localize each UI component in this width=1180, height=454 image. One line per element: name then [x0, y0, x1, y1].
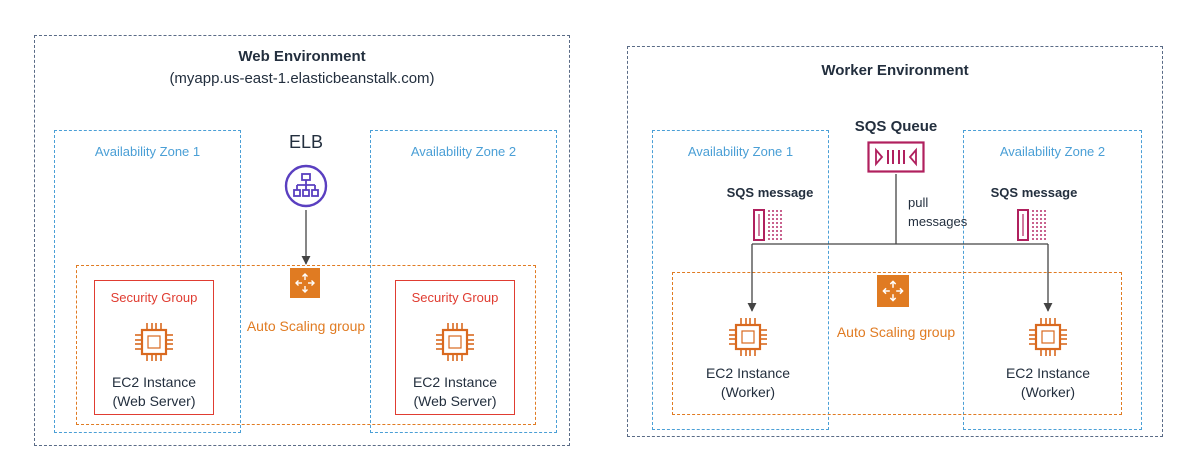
ec2-chip-icon — [1029, 318, 1067, 356]
sqs-message-icon — [1017, 209, 1046, 241]
worker-instance-1-name: EC2 Instance — [705, 365, 791, 381]
web-availability-zone-2 — [370, 130, 557, 433]
web-environment-title: Web Environment — [238, 48, 366, 65]
sqs-message-2-label: SQS message — [990, 185, 1078, 200]
sqs-message-icon — [753, 209, 782, 241]
web-asg-label: Auto Scaling group — [246, 318, 366, 334]
web-environment — [34, 35, 570, 446]
elb-label: ELB — [288, 132, 324, 152]
worker-auto-scaling-icon — [877, 275, 909, 307]
worker-environment — [627, 46, 1163, 437]
security-group-2-label: Security Group — [411, 290, 499, 305]
web-instance-1-role: (Web Server) — [112, 393, 196, 409]
sqs-queue-icon — [867, 141, 925, 173]
worker-asg-label: Auto Scaling group — [836, 324, 956, 340]
web-az1-label: Availability Zone 1 — [94, 144, 201, 159]
web-instance-2-role: (Web Server) — [413, 393, 497, 409]
worker-az1-label: Availability Zone 1 — [687, 144, 794, 159]
worker-instance-1-role: (Worker) — [720, 384, 776, 400]
ec2-chip-icon — [729, 318, 767, 356]
worker-instance-2-name: EC2 Instance — [1005, 365, 1091, 381]
worker-environment-title: Worker Environment — [821, 62, 969, 79]
web-environment-url: (myapp.us-east-1.elasticbeanstalk.com) — [169, 70, 435, 87]
worker-availability-zone-2 — [963, 130, 1142, 430]
pull-messages-label-line1: pull — [908, 195, 929, 210]
web-instance-1-name: EC2 Instance — [111, 374, 197, 390]
sqs-queue-label: SQS Queue — [854, 118, 938, 135]
ec2-chip-icon — [436, 323, 474, 361]
worker-availability-zone-1 — [652, 130, 829, 430]
worker-az2-label: Availability Zone 2 — [999, 144, 1106, 159]
web-az2-label: Availability Zone 2 — [410, 144, 517, 159]
ec2-chip-icon — [135, 323, 173, 361]
pull-messages-label-line2: messages — [908, 214, 968, 229]
web-auto-scaling-icon — [290, 268, 320, 298]
security-group-1-label: Security Group — [110, 290, 198, 305]
security-group-1 — [94, 280, 214, 415]
sqs-message-1-label: SQS message — [726, 185, 814, 200]
worker-auto-scaling-group — [672, 272, 1122, 415]
web-auto-scaling-group — [76, 265, 536, 425]
web-availability-zone-1 — [54, 130, 241, 433]
security-group-2 — [395, 280, 515, 415]
worker-instance-2-role: (Worker) — [1020, 384, 1076, 400]
elb-icon — [284, 164, 328, 208]
web-instance-2-name: EC2 Instance — [412, 374, 498, 390]
